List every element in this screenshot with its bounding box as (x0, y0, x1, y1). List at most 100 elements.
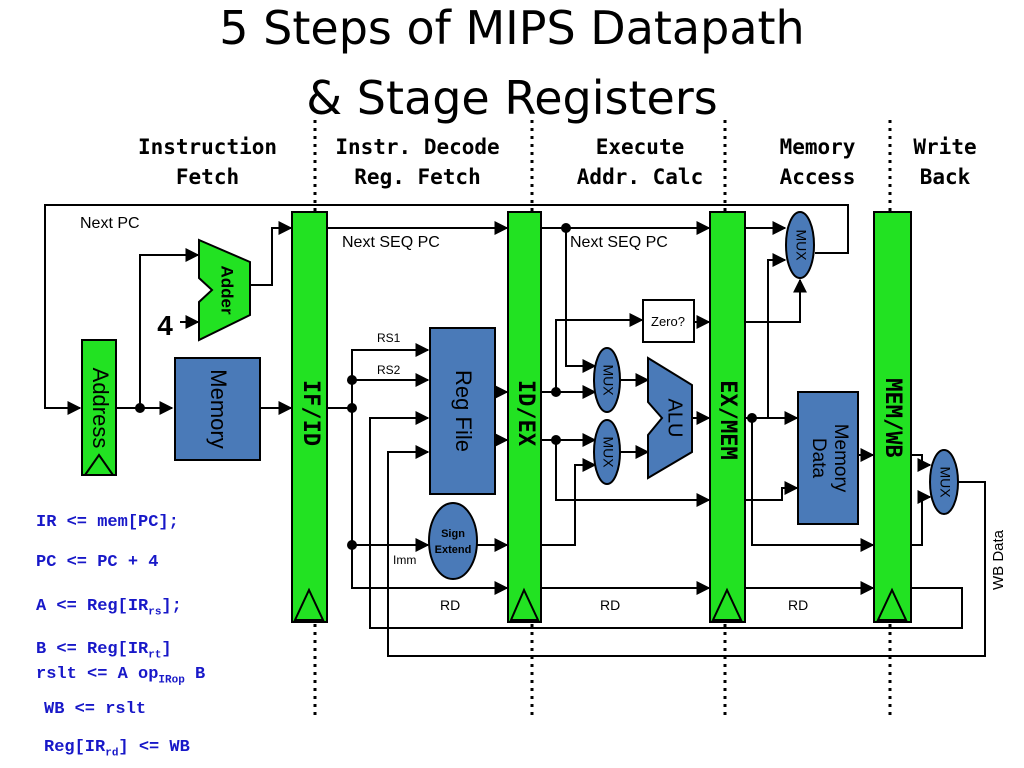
pc-adder: Adder (198, 238, 251, 342)
mux-a-label: MUX (600, 364, 616, 396)
alu-input-a-mux: MUX (593, 347, 621, 413)
zero-to-mux-wire (745, 278, 807, 323)
zero-label: Zero? (651, 314, 685, 329)
wb-data-wire (387, 445, 986, 657)
code-line-4-post: ] (161, 640, 172, 659)
rd-wire-1 (351, 545, 509, 595)
junction-seqpc (561, 223, 571, 233)
wires (44, 204, 986, 657)
junction-alu-result (747, 413, 757, 423)
alu-result-to-mux-wire (745, 253, 787, 419)
sign-extend-line2: Extend (435, 544, 472, 556)
code-line-7-sub: rd (105, 747, 119, 760)
code-line-3-sub: rs (148, 606, 162, 619)
stage-execute-line2: Addr. Calc (576, 165, 704, 189)
stage-header-writeback: Write Back (895, 132, 995, 192)
code-line-3-pre: A <= Reg[IR (36, 597, 149, 616)
junction-instr (347, 403, 357, 413)
rd-writeback-wire (369, 411, 963, 629)
code-line-7-pre: Reg[IR (44, 738, 106, 757)
next-seq-pc-label-2: Next SEQ PC (570, 234, 668, 251)
ifid-label: IF/ID (298, 380, 323, 446)
rd-label-3: RD (788, 597, 808, 613)
imm-to-mux-wire (541, 458, 597, 546)
adder-to-ifid-wire (250, 221, 293, 286)
imm-wire (351, 408, 430, 552)
branch-mux-label: MUX (793, 229, 809, 261)
slide-title-line-2: & Stage Registers (306, 71, 718, 125)
pc-to-adder-wire (139, 248, 200, 408)
stage-fetch-line1: Instruction (137, 135, 278, 159)
alu-input-b-mux: MUX (593, 419, 621, 485)
adder-label: Adder (218, 265, 237, 315)
code-line-4-pre: B <= Reg[IR (36, 640, 149, 659)
rd-label-2: RD (600, 597, 620, 613)
writeback-mux: MUX (929, 449, 959, 515)
code-line-7-post: ] <= WB (118, 738, 190, 757)
mux-b-label: MUX (600, 436, 616, 468)
junction-b (551, 435, 561, 445)
stage-decode-line2: Reg. Fetch (354, 165, 481, 189)
zero-detect-unit: Zero? (642, 299, 695, 343)
reg-file-label: Reg File (451, 370, 476, 452)
register-file: Reg File (429, 327, 496, 495)
alu: ALU (647, 356, 693, 480)
stage-header-decode: Instr. Decode Reg. Fetch (320, 132, 515, 192)
junction-a (551, 387, 561, 397)
code-line-3-post: ]; (161, 597, 182, 616)
stage-memory-line2: Access (779, 165, 856, 189)
sign-extend-line1: Sign (441, 528, 465, 540)
a-to-zero-wire (555, 313, 644, 392)
data-memory-line1: Data (808, 438, 829, 479)
code-line-4: B <= Reg[IRrt] (36, 640, 172, 665)
pipeline-register-idex: ID/EX (507, 211, 542, 623)
wdata-to-datamem-wire (745, 481, 799, 501)
stage-header-execute: Execute Addr. Calc (560, 132, 720, 192)
stage-writeback-line1: Write (913, 135, 977, 159)
data-memory-line2: Memory (830, 424, 851, 493)
seq-pc-to-mux-wire (565, 228, 597, 373)
stage-header-fetch: Instruction Fetch (120, 132, 295, 192)
code-line-2: PC <= PC + 4 (36, 553, 159, 572)
stage-memory-line1: Memory (779, 135, 856, 159)
signal-labels: Next PC Next SEQ PC Next SEQ PC RS1 RS2 … (80, 215, 1007, 613)
rs1-label: RS1 (377, 331, 401, 345)
b-to-exmem-wire (555, 440, 711, 507)
pipeline-register-ifid: IF/ID (291, 211, 328, 623)
stage-header-memory: Memory Access (750, 132, 885, 192)
code-line-5-pre: rslt <= A op (36, 665, 159, 684)
memwb-to-wbmux-b (911, 490, 932, 546)
constant-four: 4 (157, 310, 173, 341)
code-line-5-post: B (184, 665, 206, 684)
slide-title-line-1: 5 Steps of MIPS Datapath (219, 1, 805, 55)
pipeline-register-exmem: EX/MEM (709, 211, 746, 623)
junction-rs2 (347, 375, 357, 385)
exmem-label: EX/MEM (715, 380, 740, 459)
stage-execute-line1: Execute (595, 135, 685, 159)
memwb-to-wbmux-a (911, 454, 932, 472)
data-memory: Data Memory (797, 391, 859, 525)
alu-bypass-wire (751, 418, 875, 552)
rd-label-1: RD (440, 597, 460, 613)
pc-address-register: Address (81, 339, 117, 476)
code-line-5: rslt <= A opIRop B (36, 665, 205, 690)
pipeline-register-memwb: MEM/WB (873, 211, 912, 623)
next-pc-wire (44, 204, 849, 415)
code-line-4-sub: rt (148, 649, 162, 662)
memwb-label: MEM/WB (880, 378, 905, 457)
junctions (135, 223, 757, 550)
branch-mux: MUX (785, 211, 815, 279)
sign-extend-unit: Sign Extend (428, 502, 478, 580)
code-line-1: IR <= mem[PC]; (36, 513, 179, 532)
code-line-6: WB <= rslt (44, 700, 147, 719)
idex-label: ID/EX (513, 380, 538, 446)
junction-imm (347, 540, 357, 550)
wb-data-label: WB Data (990, 529, 1007, 590)
instruction-memory-label: Memory (206, 369, 231, 448)
junction-pc (135, 403, 145, 413)
next-seq-pc-label-1: Next SEQ PC (342, 234, 440, 251)
wb-mux-label: MUX (937, 466, 953, 498)
code-line-7: Reg[IRrd] <= WB (44, 738, 190, 763)
rs2-label: RS2 (377, 363, 401, 377)
alu-label: ALU (664, 399, 686, 438)
